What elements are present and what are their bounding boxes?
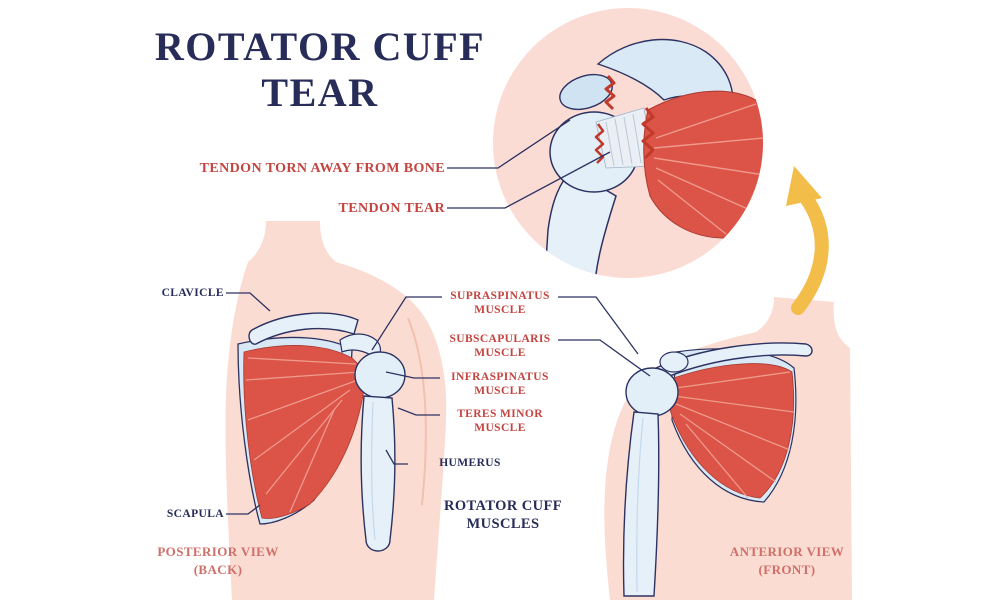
caption-posterior-line2: (BACK): [193, 561, 243, 577]
anterior-shoulder-illustration: [604, 297, 852, 600]
leader-lines: [226, 119, 651, 515]
page-title-line2: TEAR: [261, 70, 379, 115]
label-clavicle: CLAVICLE: [161, 287, 224, 299]
curved-arrow-icon: [786, 166, 829, 315]
label-scapula: SCAPULA: [166, 508, 224, 520]
caption-posterior-view: POSTERIOR VIEW (BACK): [148, 543, 288, 578]
posterior-shoulder-illustration: [225, 221, 447, 600]
caption-posterior-line1: POSTERIOR VIEW: [157, 544, 279, 559]
caption-anterior-line1: ANTERIOR VIEW: [729, 544, 845, 559]
label-humerus: HUMERUS: [439, 457, 501, 469]
label-rotator-cuff-muscles: ROTATOR CUFF MUSCLES: [444, 498, 562, 533]
label-tendon-torn-away: TENDON TORN AWAY FROM BONE: [199, 161, 445, 176]
label-tendon-tear: TENDON TEAR: [338, 201, 445, 216]
label-subscapularis: SUBSCAPULARIS MUSCLE: [449, 333, 551, 359]
page-title-line1: ROTATOR CUFF: [154, 24, 486, 69]
caption-anterior-view: ANTERIOR VIEW (FRONT): [717, 543, 857, 578]
page-title: ROTATOR CUFF TEAR: [140, 24, 500, 116]
label-teres-minor: TERES MINOR MUSCLE: [457, 408, 543, 434]
label-supraspinatus: SUPRASPINATUS MUSCLE: [450, 290, 550, 316]
label-infraspinatus: INFRASPINATUS MUSCLE: [451, 371, 549, 397]
caption-anterior-line2: (FRONT): [758, 561, 816, 577]
inset-circle-illustration: [493, 8, 763, 278]
